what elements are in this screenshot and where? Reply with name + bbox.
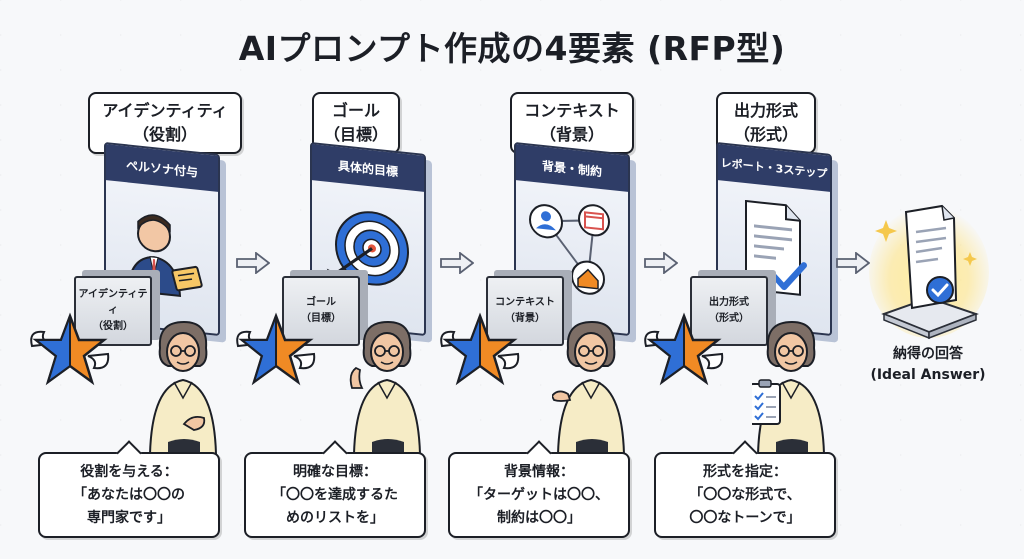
step-2-panel-header: 具体的目標 <box>312 144 424 192</box>
step-4-panel-header: レポート・3ステップ <box>718 144 830 192</box>
step-3-panel: 背景・制約 <box>514 141 630 337</box>
winged-star-icon <box>440 312 520 386</box>
step-1-callout-line3: 専門家です」 <box>87 509 171 526</box>
step-3-label-line1: コンテキスト <box>524 101 620 120</box>
step-4-callout: 形式を指定： 「〇〇な形式で、 〇〇なトーンで」 <box>654 440 836 538</box>
step-2-callout-line3: めのリストを」 <box>286 509 384 526</box>
network-icon <box>529 204 610 295</box>
page-title: AIプロンプト作成の4要素 (RFP型) <box>238 29 786 68</box>
step-3-cube: コンテキスト （背景） <box>486 276 564 346</box>
step-4-label-line1: 出力形式 <box>733 101 798 120</box>
step-4-label-line2: （形式） <box>733 125 798 144</box>
step-1-cube-line1: アイデンティティ <box>78 289 148 316</box>
step-2-callout: 明確な目標： 「〇〇を達成するた めのリストを」 <box>244 440 426 538</box>
glowing-document-icon <box>869 204 989 340</box>
step-3-callout-line2: 「ターゲットは〇〇、 <box>469 486 609 503</box>
step-1-callout-line2: 「あなたは〇〇の <box>73 486 185 503</box>
presenter-with-clipboard-icon <box>752 320 826 455</box>
winged-star-icon <box>30 312 110 386</box>
step-2-cube: ゴール （目標） <box>282 276 360 346</box>
step-4-callout-line1: 形式を指定： <box>703 463 787 480</box>
arrow-right-icon <box>440 252 474 274</box>
step-2-label-line1: ゴール <box>331 101 380 120</box>
result-label-line2: (Ideal Answer) <box>870 367 986 383</box>
step-1-panel-header: ペルソナ付与 <box>106 144 218 192</box>
step-2-callout-line2: 「〇〇を達成するた <box>272 486 398 503</box>
step-3-panel-header: 背景・制約 <box>516 144 628 192</box>
step-3-cube-line1: コンテキスト <box>495 297 555 308</box>
winged-star-icon <box>644 312 724 386</box>
step-3-callout-line3: 制約は〇〇」 <box>497 509 581 526</box>
arrow-right-icon <box>644 252 678 274</box>
step-4-cube-line1: 出力形式 <box>709 297 749 308</box>
step-4-cube: 出力形式 （形式） <box>690 276 768 346</box>
step-4-callout-line2: 「〇〇な形式で、 <box>689 486 801 503</box>
step-4-callout-line3: 〇〇なトーンで」 <box>689 509 801 526</box>
step-1-cube: アイデンティティ （役割） <box>74 276 152 346</box>
step-2-cube-line1: ゴール <box>306 297 336 308</box>
step-1-cube-line2: （役割） <box>93 321 133 332</box>
presenter-icon <box>148 320 218 455</box>
step-2-panel: 具体的目標 <box>310 141 426 337</box>
step-2-label: ゴール （目標） <box>312 92 400 168</box>
step-3-cube-line2: （背景） <box>505 313 545 324</box>
step-2-callout-line1: 明確な目標： <box>293 463 377 480</box>
step-4-cube-line2: （形式） <box>709 313 749 324</box>
result-label: 納得の回答 (Ideal Answer) <box>868 344 988 386</box>
step-4-panel: レポート・3ステップ <box>716 141 832 337</box>
step-1-callout: 役割を与える： 「あなたは〇〇の 専門家です」 <box>38 440 220 538</box>
step-1-callout-line1: 役割を与える： <box>80 463 178 480</box>
step-1-label-line2: （役割） <box>132 125 197 144</box>
step-3-callout-line1: 背景情報： <box>504 463 574 480</box>
step-2-label-line2: （目標） <box>323 125 388 144</box>
winged-star-icon <box>236 312 316 386</box>
step-2-cube-line2: （目標） <box>301 313 341 324</box>
target-icon <box>322 211 409 286</box>
step-1-label-line1: アイデンティティ <box>102 101 228 120</box>
document-check-icon <box>745 199 807 296</box>
result-label-line1: 納得の回答 <box>893 346 963 362</box>
step-3-callout: 背景情報： 「ターゲットは〇〇、 制約は〇〇」 <box>448 440 630 538</box>
step-3-label-line2: （背景） <box>539 125 604 144</box>
presenter-icon <box>349 320 422 455</box>
presenter-icon <box>552 320 626 455</box>
arrow-right-icon <box>236 252 270 274</box>
arrow-right-icon <box>836 252 870 274</box>
